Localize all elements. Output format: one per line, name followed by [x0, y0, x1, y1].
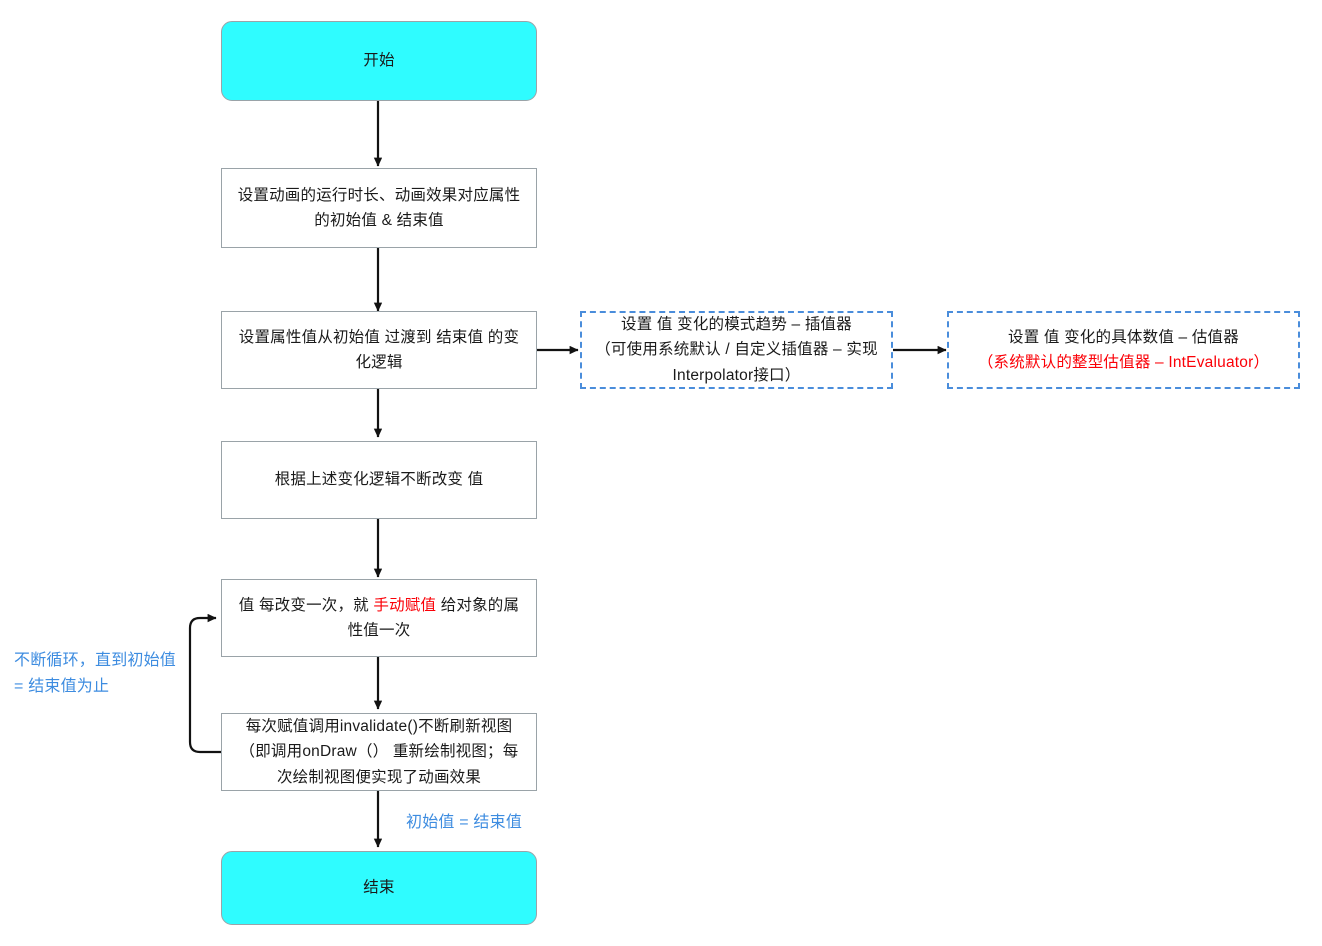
- node-keep-changing-label: 根据上述变化逻辑不断改变 值: [274, 471, 484, 489]
- node-assign-value-label: 值 每改变一次，就 手动赋值 给对象的属性值一次: [232, 593, 526, 643]
- node-setup-change-logic-label: 设置属性值从初始值 过渡到 结束值 的变化逻辑: [238, 328, 520, 371]
- label-exit-condition: 初始值 = 结束值: [406, 814, 523, 831]
- node-end-label: 结束: [363, 879, 395, 897]
- node-start-label: 开始: [363, 52, 395, 70]
- node-start[interactable]: 开始: [221, 21, 537, 101]
- node-setup-duration[interactable]: 设置动画的运行时长、动画效果对应属性的初始值 & 结束值: [221, 168, 537, 248]
- node-interpolator-line1: 设置 值 变化的模式趋势 – 插值器: [621, 316, 852, 334]
- assign-value-part2: 给对象的属性值一次: [347, 596, 520, 639]
- node-invalidate[interactable]: 每次赋值调用invalidate()不断刷新视图（即调用onDraw（） 重新绘…: [221, 713, 537, 791]
- node-evaluator-line2: （系统默认的整型估值器 – IntEvaluator）: [977, 354, 1270, 371]
- node-evaluator[interactable]: 设置 值 变化的具体数值 – 估值器 （系统默认的整型估值器 – IntEval…: [947, 311, 1300, 389]
- node-invalidate-label: 每次赋值调用invalidate()不断刷新视图（即调用onDraw（） 重新绘…: [239, 718, 519, 786]
- edge-loop-back: [188, 613, 221, 754]
- label-loop: 不断循环，直到初始值 = 结束值为止: [14, 652, 177, 695]
- node-evaluator-line1: 设置 值 变化的具体数值 – 估值器: [1008, 328, 1239, 346]
- node-keep-changing[interactable]: 根据上述变化逻辑不断改变 值: [221, 441, 537, 519]
- node-end[interactable]: 结束: [221, 851, 537, 925]
- node-setup-duration-label: 设置动画的运行时长、动画效果对应属性的初始值 & 结束值: [237, 186, 521, 229]
- node-assign-value[interactable]: 值 每改变一次，就 手动赋值 给对象的属性值一次: [221, 579, 537, 657]
- assign-value-part1: 值 每改变一次，就: [238, 596, 374, 614]
- node-interpolator[interactable]: 设置 值 变化的模式趋势 – 插值器 （可使用系统默认 / 自定义插值器 – 实…: [580, 311, 893, 389]
- node-interpolator-line2: （可使用系统默认 / 自定义插值器 – 实现Interpolator接口）: [595, 341, 878, 384]
- assign-value-highlight: 手动赋值: [373, 596, 437, 614]
- node-setup-change-logic[interactable]: 设置属性值从初始值 过渡到 结束值 的变化逻辑: [221, 311, 537, 389]
